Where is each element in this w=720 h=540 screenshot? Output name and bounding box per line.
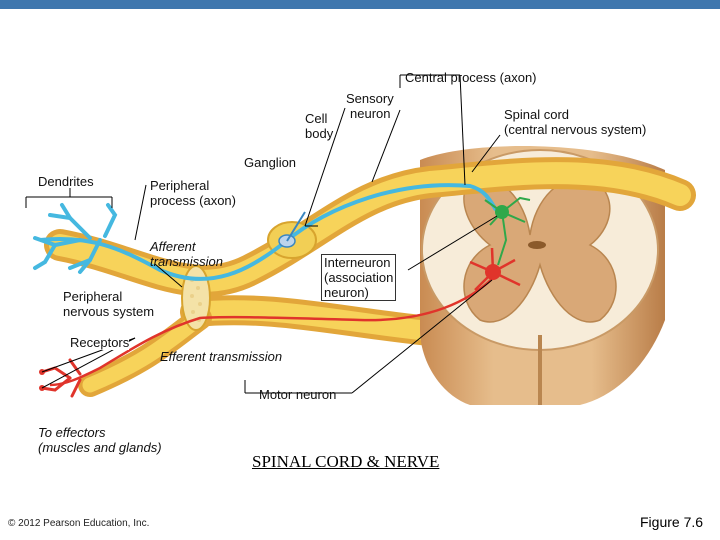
label-pns-line2: nervous system <box>63 304 155 319</box>
copyright-notice: © 2012 Pearson Education, Inc. <box>8 518 150 529</box>
diagram-title: SPINAL CORD & NERVE <box>252 452 440 471</box>
sensory-dendrites <box>33 203 118 274</box>
label-interneuron-line3: neuron) <box>324 285 369 300</box>
label-afferent-line2: transmission <box>150 254 223 269</box>
label-interneuron-line1: Interneuron <box>324 255 391 270</box>
label-motor-neuron: Motor neuron <box>259 387 337 402</box>
figure-number: Figure 7.6 <box>640 514 704 530</box>
label-afferent-transmission: Afferent transmission <box>150 239 223 269</box>
label-to-effectors-line2: (muscles and glands) <box>38 440 162 455</box>
label-peripheral-process: Peripheral process (axon) <box>150 178 236 208</box>
label-peripheral-nervous-system: Peripheral nervous system <box>63 289 154 319</box>
central-canal <box>528 241 546 249</box>
label-cell-body-line1: Cell <box>305 111 328 126</box>
label-sensory-neuron-line2: neuron <box>350 106 391 121</box>
top-banner <box>0 0 720 9</box>
label-spinal-cord-line1: Spinal cord <box>504 107 570 122</box>
label-to-effectors-line1: To effectors <box>38 425 106 440</box>
label-sensory-neuron: Sensory neuron <box>346 91 394 121</box>
label-peripheral-process-line2: process (axon) <box>150 193 236 208</box>
label-central-process: Central process (axon) <box>405 70 537 85</box>
label-receptors: Receptors <box>70 335 130 350</box>
label-pns-line1: Peripheral <box>63 289 123 304</box>
nerve-cross-section <box>181 265 211 331</box>
label-spinal-cord: Spinal cord (central nervous system) <box>504 107 646 137</box>
label-cell-body-line2: body <box>305 126 334 141</box>
label-peripheral-process-line1: Peripheral <box>150 178 210 193</box>
label-interneuron-line2: (association <box>324 270 394 285</box>
label-dendrites: Dendrites <box>38 174 94 189</box>
label-cell-body: Cell body <box>305 111 333 141</box>
label-sensory-neuron-line1: Sensory <box>346 91 394 106</box>
label-ganglion: Ganglion <box>244 155 297 170</box>
label-interneuron: Interneuron (association neuron) <box>321 254 397 301</box>
label-spinal-cord-line2: (central nervous system) <box>504 122 647 137</box>
label-efferent-transmission: Efferent transmission <box>160 349 283 364</box>
label-to-effectors: To effectors (muscles and glands) <box>38 425 162 455</box>
label-afferent-line1: Afferent <box>150 239 196 254</box>
